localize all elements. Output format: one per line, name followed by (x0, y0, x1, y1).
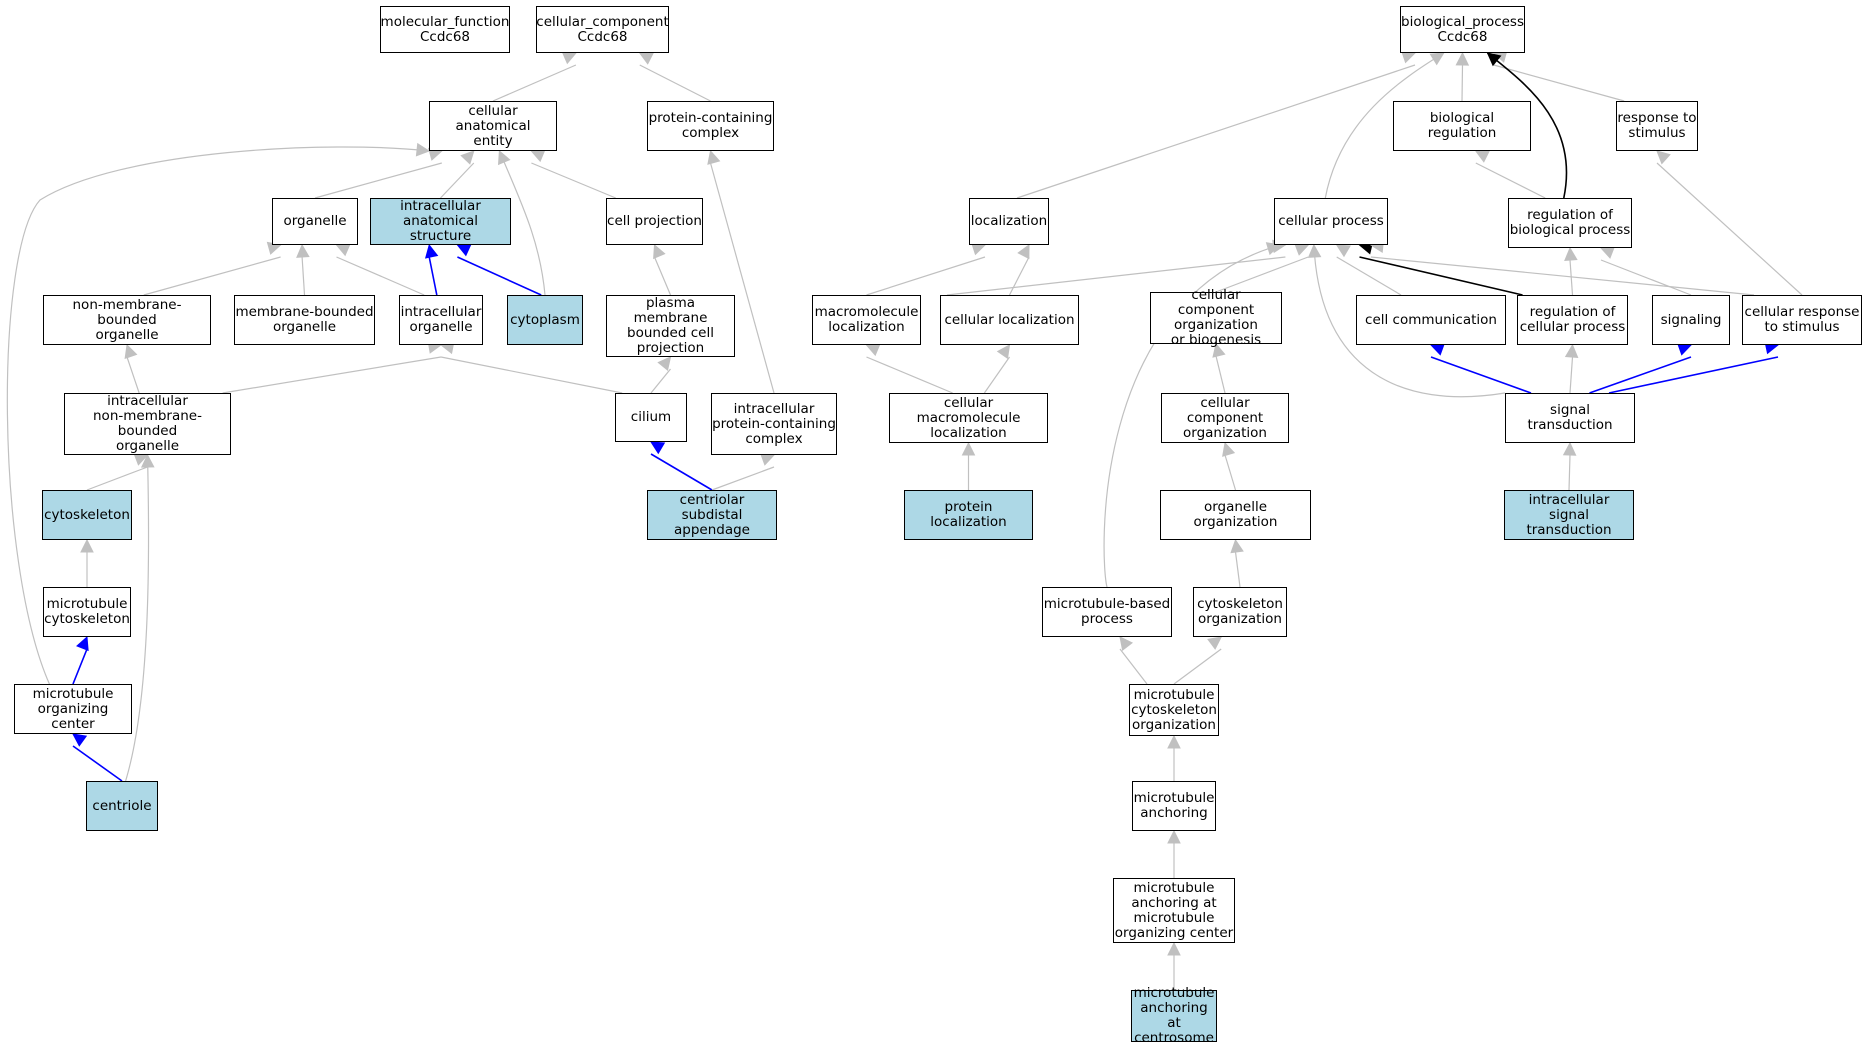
edge-cellcomm-to-cellproc (1335, 244, 1402, 296)
edge-io-to-ias (424, 243, 439, 296)
node-cellular-macromolecule-localization[interactable]: cellular macromolecule localization (889, 393, 1048, 443)
node-cellular-process[interactable]: cellular process (1274, 198, 1388, 245)
edge-protloc-to-cml (961, 441, 976, 490)
node-cellular-localization[interactable]: cellular localization (940, 295, 1079, 345)
edge-mtamtoc-to-mtanch (1167, 829, 1181, 878)
node-intracellular-signal-transduction[interactable]: intracellular signal transduction (1504, 490, 1634, 540)
node-microtubule-based-process[interactable]: microtubule-based process (1042, 587, 1172, 637)
node-cytoskeleton[interactable]: cytoskeleton (42, 490, 132, 540)
node-signaling[interactable]: signaling (1652, 295, 1730, 345)
node-response-to-stimulus[interactable]: response to stimulus (1616, 101, 1698, 151)
node-microtubule-anchoring-at-mtoc[interactable]: microtubule anchoring at microtubule org… (1113, 878, 1235, 943)
edge-pcc-to-cc_root (638, 52, 711, 102)
node-regulation-of-cellular-process[interactable]: regulation of cellular process (1517, 295, 1628, 345)
node-microtubule-anchoring[interactable]: microtubule anchoring (1132, 781, 1216, 831)
node-microtubule-anchoring-at-centrosome[interactable]: microtubule anchoring at centrosome (1131, 986, 1217, 1046)
edge-st-to-rcp (1564, 343, 1579, 394)
node-centriolar-subdistal-appendage[interactable]: centriolar subdistal appendage (647, 490, 777, 540)
node-plasma-membrane-bounded-cell-projection[interactable]: plasma membrane bounded cell projection (606, 295, 735, 357)
node-cell-communication[interactable]: cell communication (1356, 295, 1506, 345)
edge-cilium-to-pmbcp (650, 356, 672, 394)
edge-mtbp-to-cellproc (1103, 242, 1281, 588)
node-centriole[interactable]: centriole (86, 781, 158, 831)
edge-mtanch-to-mtcsorg (1167, 734, 1181, 781)
edge-st-to-cellproc (1307, 243, 1506, 398)
edge-ias-to-cae (440, 150, 475, 199)
edge-rcp-to-rbp (1564, 246, 1578, 296)
node-cytoplasm[interactable]: cytoplasm (507, 295, 583, 345)
node-intracellular-non-membrane-bounded-organelle[interactable]: intracellular non-membrane-bounded organ… (64, 393, 231, 455)
node-cellular-component-organization-or-biogenesis[interactable]: cellular component organization or bioge… (1150, 288, 1282, 348)
edge-mtcsorg-to-mtbp (1119, 636, 1148, 685)
edge-csorg-to-orgorg (1230, 538, 1244, 588)
edge-mtoc-to-cae (6, 142, 431, 685)
node-cellular-component-root[interactable]: cellular_component Ccdc68 (536, 6, 669, 53)
edge-mtcsorg-to-csorg (1173, 636, 1223, 685)
node-cytoskeleton-organization[interactable]: cytoskeleton organization (1193, 587, 1287, 637)
node-intracellular-anatomical-structure[interactable]: intracellular anatomical structure (370, 198, 511, 245)
edge-macloc-to-localization (866, 242, 987, 296)
node-intracellular-organelle[interactable]: intracellular organelle (399, 295, 483, 345)
edge-mtacent-to-mtamtoc (1167, 941, 1181, 990)
edge-ccob-to-cellproc (1215, 243, 1310, 293)
edge-ipcc-to-pcc (707, 149, 775, 394)
edge-centriole-to-mtoc (72, 733, 123, 782)
edge-orgorg-to-cco (1222, 441, 1237, 491)
edge-ist-to-st (1562, 441, 1577, 491)
node-cellular-component-organization[interactable]: cellular component organization (1161, 393, 1289, 443)
node-organelle-organization[interactable]: organelle organization (1160, 490, 1311, 540)
edge-rbp-to-bp_root (1486, 52, 1568, 199)
node-localization[interactable]: localization (969, 198, 1049, 245)
node-signal-transduction[interactable]: signal transduction (1505, 393, 1635, 443)
node-macromolecule-localization[interactable]: macromolecule localization (812, 295, 921, 345)
edge-cml-to-cellloc (983, 344, 1011, 394)
node-biological-process-root[interactable]: biological_process Ccdc68 (1400, 6, 1525, 53)
edge-mbo-to-organelle (296, 243, 310, 296)
node-cellular-anatomical-entity[interactable]: cellular anatomical entity (429, 101, 557, 151)
node-non-membrane-bounded-organelle[interactable]: non-membrane-bounded organelle (43, 295, 211, 345)
edge-pmbcp-to-cellproj (653, 243, 672, 296)
node-biological-regulation[interactable]: biological regulation (1393, 101, 1531, 151)
node-molecular-function-root[interactable]: molecular_function Ccdc68 (380, 6, 510, 53)
node-cell-projection[interactable]: cell projection (606, 198, 703, 245)
node-regulation-of-biological-process[interactable]: regulation of biological process (1508, 198, 1632, 248)
edge-inmbo-to-nmbo (124, 343, 140, 394)
node-organelle[interactable]: organelle (272, 198, 358, 245)
node-protein-localization[interactable]: protein localization (904, 490, 1033, 540)
edge-bioreg-to-bp_root (1455, 51, 1470, 102)
node-intracellular-protein-containing-complex[interactable]: intracellular protein-containing complex (711, 393, 837, 455)
edge-crs-to-rts (1656, 150, 1803, 296)
edge-cellproc-to-bp_root (1324, 52, 1445, 199)
edge-mtcs-to-cytoskeleton (80, 538, 94, 587)
node-membrane-bounded-organelle[interactable]: membrane-bounded organelle (234, 295, 375, 345)
edge-csa-to-cilium (650, 441, 713, 491)
edge-mtoc-to-mtcs (72, 635, 89, 685)
node-microtubule-cytoskeleton-organization[interactable]: microtubule cytoskeleton organization (1129, 684, 1219, 736)
edge-centriole-to-inmbo (125, 453, 155, 782)
edge-cco-to-ccob (1212, 342, 1226, 394)
node-cilium[interactable]: cilium (615, 393, 687, 442)
node-protein-containing-complex[interactable]: protein-containing complex (647, 101, 774, 151)
edge-rbp-to-bioreg (1474, 150, 1546, 199)
edge-cytoplasm-to-cae (497, 149, 546, 296)
node-microtubule-organizing-center[interactable]: microtubule organizing center (14, 684, 132, 734)
node-cellular-response-to-stimulus[interactable]: cellular response to stimulus (1742, 295, 1862, 345)
edge-cellloc-to-localization (1008, 244, 1030, 296)
node-microtubule-cytoskeleton[interactable]: microtubule cytoskeleton (43, 587, 131, 637)
edge-organelle-to-cae (314, 147, 443, 199)
